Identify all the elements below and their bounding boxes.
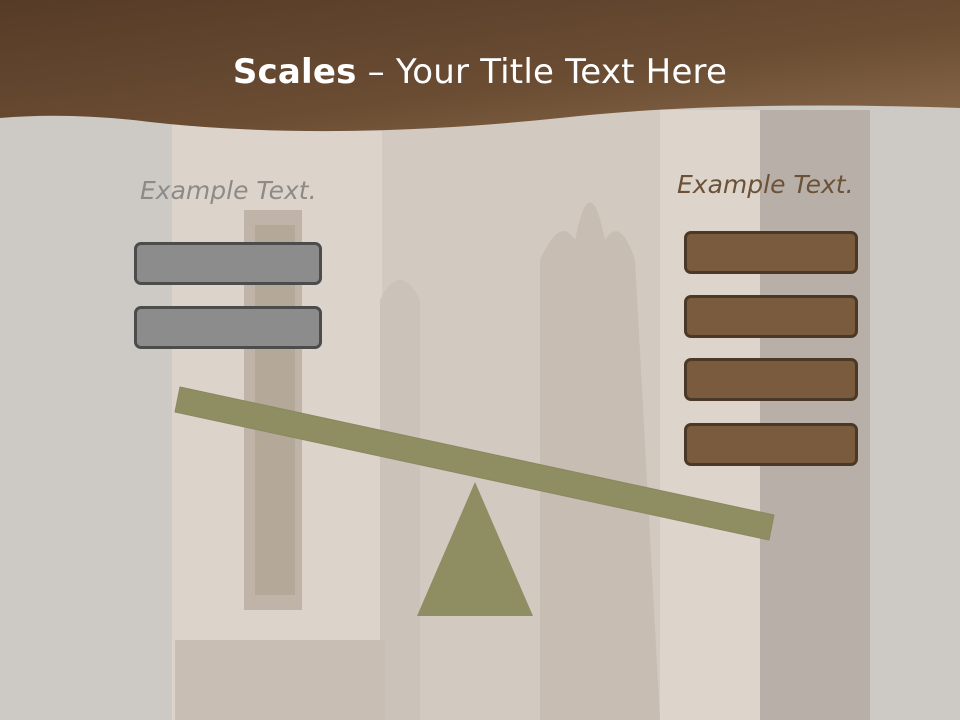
left-weight-box-2: [134, 306, 322, 349]
left-weight-box-1: [134, 242, 322, 285]
right-weight-box-4: [684, 423, 858, 466]
slide-title: Scales – Your Title Text Here: [0, 52, 960, 92]
title-rest: – Your Title Text Here: [356, 52, 728, 92]
header-band: [0, 0, 960, 132]
left-example-text: Example Text.: [140, 176, 317, 205]
title-bold: Scales: [232, 52, 357, 92]
right-example-text: Example Text.: [677, 170, 854, 199]
right-weight-box-3: [684, 358, 858, 401]
right-weight-box-1: [684, 231, 858, 274]
right-weight-box-2: [684, 295, 858, 338]
